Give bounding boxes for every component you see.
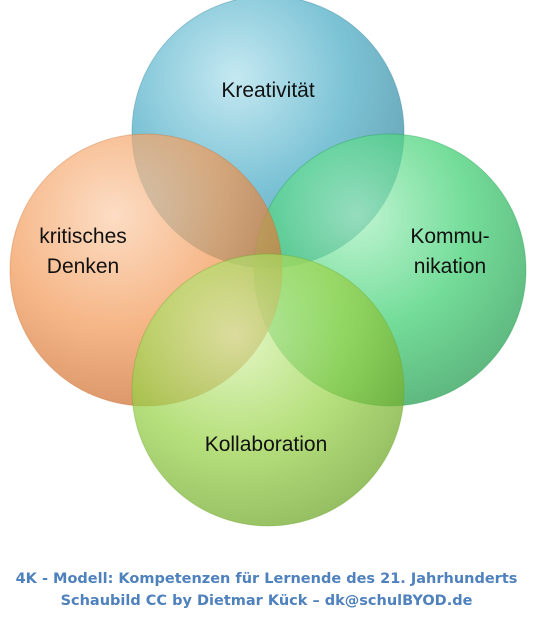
label-kreativitaet: Kreativität — [221, 79, 315, 102]
label-kritisches-denken-line: Denken — [47, 255, 119, 278]
label-kreativitaet-line: Kreativität — [221, 79, 315, 102]
label-kommunikation-line: nikation — [414, 255, 486, 278]
circle-kollaboration — [131, 253, 405, 527]
label-kommunikation-line: Kommu- — [410, 225, 489, 248]
caption-title: 4K - Modell: Kompetenzen für Lernende de… — [15, 571, 518, 587]
label-kritisches-denken-line: kritisches — [39, 225, 127, 248]
label-kollaboration-line: Kollaboration — [205, 433, 328, 456]
label-kommunikation: Kommu-nikation — [410, 225, 489, 278]
caption: 4K - Modell: Kompetenzen für Lernende de… — [0, 568, 533, 612]
label-kollaboration: Kollaboration — [205, 433, 328, 456]
caption-credit: Schaubild CC by Dietmar Kück – dk@schulB… — [60, 593, 473, 609]
